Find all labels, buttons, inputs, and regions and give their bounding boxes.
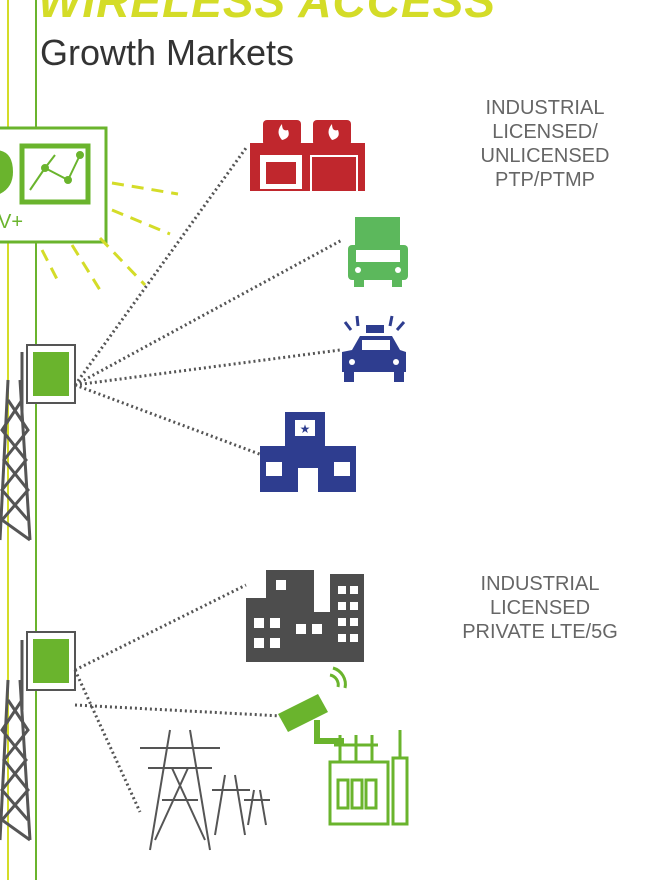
page-subtitle: Growth Markets — [40, 32, 295, 73]
annotation-bottom: INDUSTRIAL LICENSED PRIVATE LTE/5G — [425, 572, 655, 644]
monitor-icon: V+ — [0, 126, 108, 244]
annotation-top-line: PTP/PTMP — [494, 169, 595, 191]
antenna-panel-2 — [20, 631, 76, 710]
annotation-bottom-line: INDUSTRIAL — [480, 573, 600, 595]
left-accent-line-yellow — [7, 0, 9, 880]
police-station-icon: ★ — [260, 412, 356, 492]
annotation-bottom-line: PRIVATE LTE/5G — [462, 621, 618, 643]
dotted-links — [73, 147, 343, 813]
substation-icon — [328, 730, 409, 826]
antenna-panel-1 — [20, 344, 76, 420]
monitor-rays — [40, 181, 179, 291]
security-camera-icon — [278, 666, 347, 744]
antenna-tower-icon — [0, 679, 32, 842]
monitor-label: V+ — [0, 211, 23, 233]
annotation-bottom-line: LICENSED — [489, 597, 591, 619]
office-buildings-icon — [246, 570, 364, 662]
power-pylon-icon — [140, 729, 270, 851]
antenna-tower-icon — [0, 379, 32, 542]
police-car-icon — [342, 315, 406, 382]
annotation-top-line: INDUSTRIAL — [485, 97, 605, 119]
annotation-top-line: LICENSED/ — [492, 121, 598, 143]
annotation-top: INDUSTRIAL LICENSED/ UNLICENSED PTP/PTMP — [440, 96, 650, 192]
page-title: WIRELESS ACCESS — [38, 0, 497, 27]
fire-station-icon — [250, 120, 365, 191]
truck-icon — [348, 217, 408, 287]
svg-text:★: ★ — [300, 422, 311, 436]
annotation-top-line: UNLICENSED — [480, 145, 610, 167]
left-accent-line-green — [35, 0, 37, 880]
